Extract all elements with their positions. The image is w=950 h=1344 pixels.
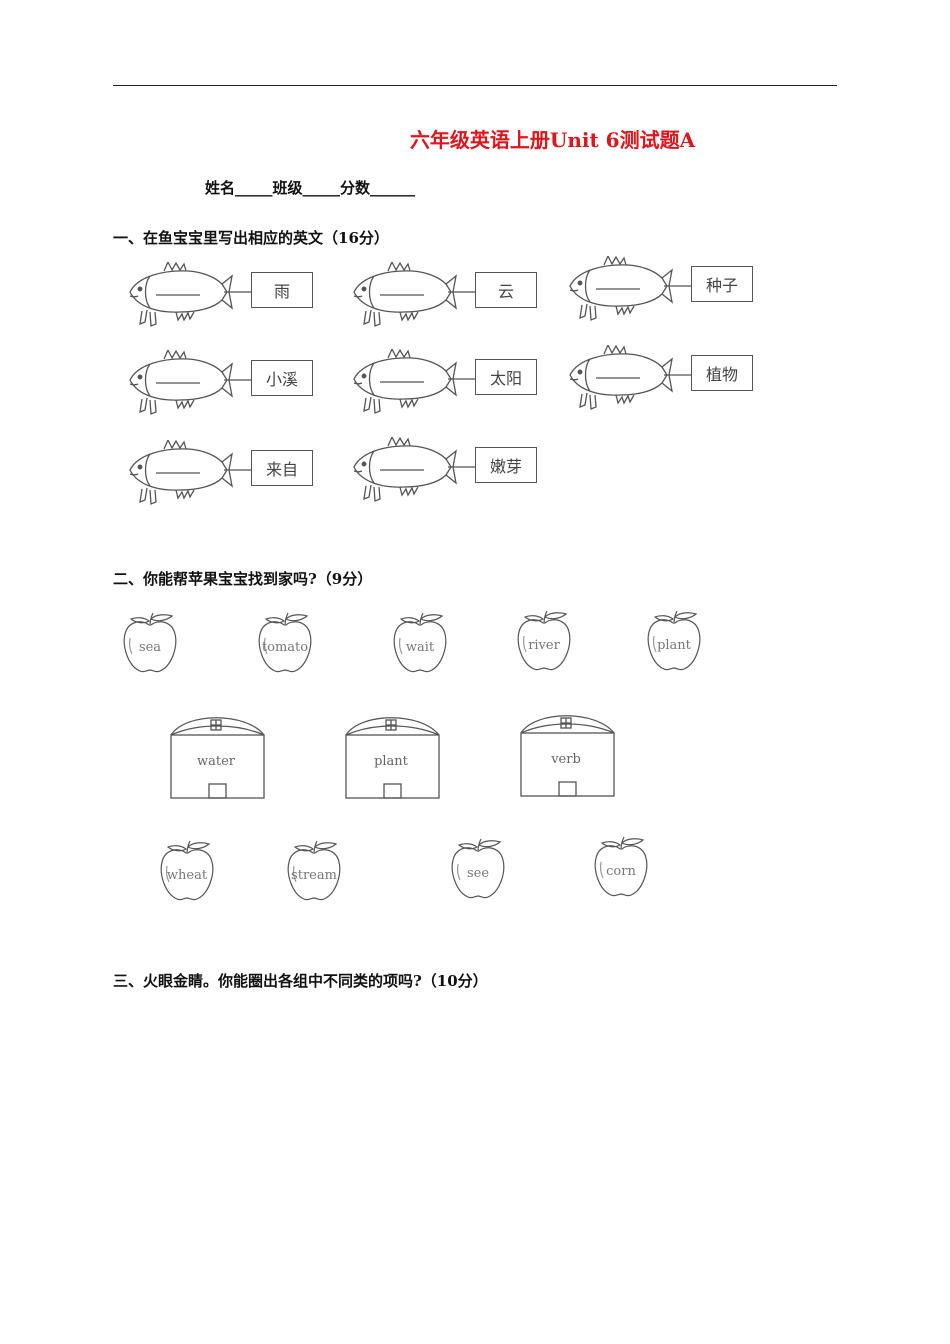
apple-word: tomato xyxy=(261,640,309,655)
fish-item: 植物 xyxy=(564,345,764,417)
apple-item[interactable]: tomato xyxy=(255,612,315,674)
fish-answer-box[interactable]: 植物 xyxy=(691,355,753,391)
fish-item: 嫩芽 xyxy=(348,437,548,509)
apple-item[interactable]: river xyxy=(514,610,574,672)
house-item[interactable]: plant xyxy=(343,707,443,803)
apple-word: plant xyxy=(657,638,691,653)
fish-item: 云 xyxy=(348,262,548,334)
fish-item: 种子 xyxy=(564,256,764,328)
fish-chinese-word: 云 xyxy=(497,282,514,301)
apple-word: corn xyxy=(606,864,636,879)
fish-chinese-word: 雨 xyxy=(273,282,290,301)
fish-item: 来自 xyxy=(124,440,324,512)
section-1-heading: 一、在鱼宝宝里写出相应的英文（16分） xyxy=(113,229,389,247)
fish-item: 小溪 xyxy=(124,350,324,422)
apple-word: wheat xyxy=(166,868,208,883)
apple-word: sea xyxy=(138,640,162,655)
apple-item[interactable]: wait xyxy=(390,612,450,674)
fish-answer-box[interactable]: 小溪 xyxy=(251,360,313,396)
fish-chinese-word: 植物 xyxy=(705,365,738,384)
fish-chinese-word: 种子 xyxy=(705,276,738,295)
fish-item: 雨 xyxy=(124,262,324,334)
apple-item[interactable]: stream xyxy=(284,840,344,902)
house-word: water xyxy=(196,754,235,769)
fish-answer-box[interactable]: 云 xyxy=(475,272,537,308)
fish-answer-box[interactable]: 种子 xyxy=(691,266,753,302)
apple-item[interactable]: see xyxy=(448,838,508,900)
fish-chinese-word: 小溪 xyxy=(265,370,298,389)
apple-word: stream xyxy=(291,868,337,883)
apple-item[interactable]: corn xyxy=(591,836,651,898)
fish-item: 太阳 xyxy=(348,349,548,421)
apple-item[interactable]: plant xyxy=(644,610,704,672)
fish-answer-box[interactable]: 太阳 xyxy=(475,359,537,395)
fish-answer-box[interactable]: 雨 xyxy=(251,272,313,308)
apple-word: wait xyxy=(405,640,435,655)
section-2-heading: 二、你能帮苹果宝宝找到家吗?（9分） xyxy=(113,570,373,588)
apple-item[interactable]: wheat xyxy=(157,840,217,902)
fish-chinese-word: 太阳 xyxy=(489,369,522,388)
student-info-line: 姓名_____班级_____分数______ xyxy=(205,179,416,197)
apple-item[interactable]: sea xyxy=(120,612,180,674)
fish-chinese-word: 来自 xyxy=(265,460,298,479)
fish-answer-box[interactable]: 嫩芽 xyxy=(475,447,537,483)
apple-word: river xyxy=(528,638,560,653)
house-item[interactable]: verb xyxy=(518,705,618,801)
house-word: plant xyxy=(374,754,408,769)
fish-answer-box[interactable]: 来自 xyxy=(251,450,313,486)
fish-chinese-word: 嫩芽 xyxy=(489,457,522,476)
header-rule xyxy=(113,85,837,86)
section-3-heading: 三、火眼金睛。你能圈出各组中不同类的项吗?（10分） xyxy=(113,972,488,990)
apple-word: see xyxy=(466,866,490,881)
house-item[interactable]: water xyxy=(168,707,268,803)
house-word: verb xyxy=(551,752,581,767)
page-title: 六年级英语上册Unit 6测试题A xyxy=(409,128,696,152)
